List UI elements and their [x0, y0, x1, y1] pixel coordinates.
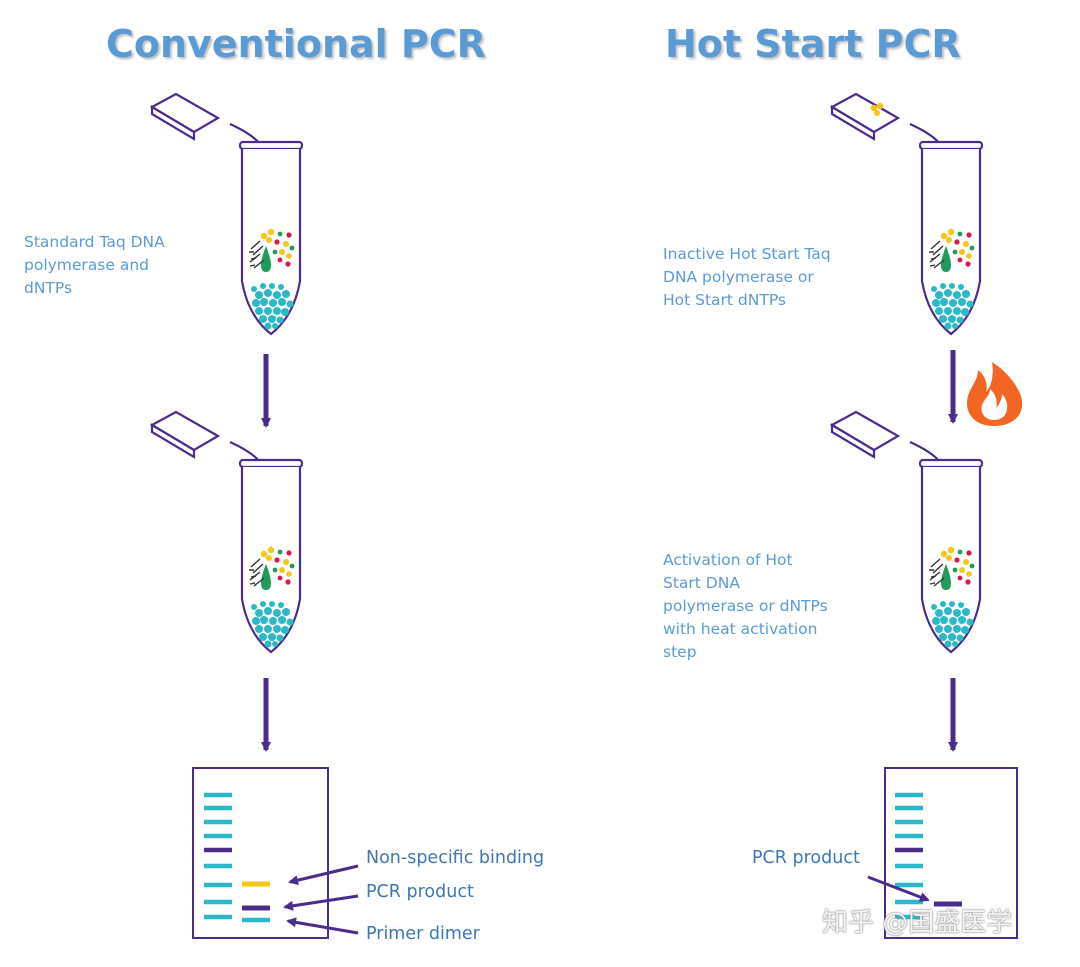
- note-standard-taq: Standard Taq DNA polymerase and dNTPs: [24, 231, 165, 300]
- label-primer-dimer: Primer dimer: [366, 924, 480, 944]
- ladder-bands: [895, 792, 923, 920]
- pointer-nonspecific: [288, 864, 359, 886]
- gel-conventional: [192, 767, 329, 939]
- note-line: Inactive Hot Start Taq: [663, 245, 831, 263]
- note-line: Hot Start dNTPs: [663, 291, 786, 309]
- cap-yellow-beads: [870, 102, 884, 116]
- label-pcr-product: PCR product: [366, 882, 474, 902]
- title-hot-start-pcr: Hot Start PCR: [665, 22, 961, 66]
- note-line: DNA polymerase or: [663, 268, 814, 286]
- label-pcr-product-right: PCR product: [752, 848, 860, 868]
- note-line: Activation of Hot: [663, 551, 793, 569]
- title-conventional-pcr: Conventional PCR: [106, 22, 486, 66]
- note-line: with heat activation: [663, 620, 818, 638]
- tube-hot-start-after: [830, 410, 984, 654]
- tube-conventional-start: [150, 92, 304, 336]
- note-line: Start DNA: [663, 574, 740, 592]
- tube-conventional-after: [150, 410, 304, 654]
- note-line: Standard Taq DNA: [24, 233, 165, 251]
- tube-hot-start-start: [830, 92, 984, 336]
- pointer-primer-dimer: [286, 917, 359, 935]
- pointer-pcr-product: [283, 894, 359, 911]
- label-non-specific-binding: Non-specific binding: [366, 848, 545, 868]
- note-line: step: [663, 643, 697, 661]
- ladder-bands: [204, 792, 232, 920]
- note-line: polymerase and: [24, 256, 150, 274]
- watermark: 知乎 @国盛医学: [822, 908, 1013, 938]
- note-heat-activation: Activation of Hot Start DNA polymerase o…: [663, 549, 828, 664]
- pointer-pcr-product-right: [867, 875, 930, 902]
- note-line: polymerase or dNTPs: [663, 597, 828, 615]
- note-inactive-hot-start: Inactive Hot Start Taq DNA polymerase or…: [663, 243, 831, 312]
- note-line: dNTPs: [24, 279, 73, 297]
- gel-hot-start: [884, 767, 1018, 939]
- flame-icon: [967, 362, 1023, 426]
